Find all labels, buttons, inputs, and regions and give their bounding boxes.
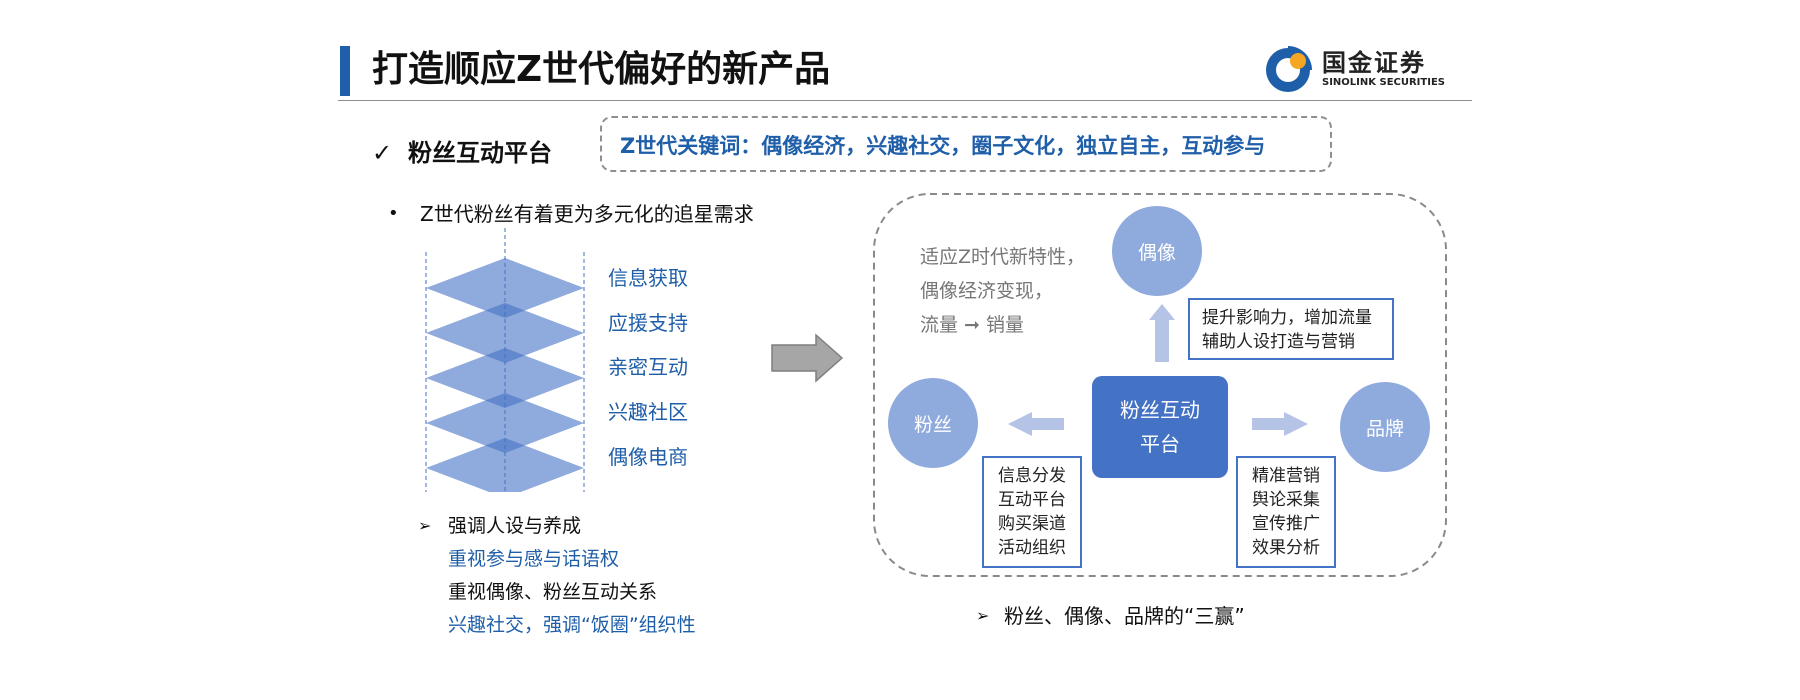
keyword-text: Z世代关键词：偶像经济，兴趣社交，圈子文化，独立自主，互动参与 <box>620 134 1266 158</box>
platform-label: 平台 <box>1140 432 1180 456</box>
fans-benefit-line: 互动平台 <box>998 490 1066 510</box>
feature-line: 偶像经济变现， <box>920 280 1054 302</box>
up-arrow-icon <box>1149 304 1175 362</box>
sinolink-logo <box>1262 44 1472 94</box>
check-icon: ✓ <box>372 139 393 167</box>
layer-diamond <box>426 303 584 363</box>
sub-item: 重视参与感与话语权 <box>448 548 620 570</box>
diagram-arrows <box>1008 304 1308 436</box>
layer-label: 信息获取 <box>608 266 688 290</box>
logo-mark-icon <box>1266 46 1312 92</box>
brand-name-cn: 国金证券 <box>1322 49 1426 77</box>
platform-label: 粉丝互动 <box>1120 398 1200 422</box>
layer-label: 兴趣社区 <box>608 400 688 424</box>
triple-win-caption: 粉丝、偶像、品牌的“三赢” <box>1004 604 1245 628</box>
right-arrow-icon <box>771 333 844 383</box>
feature-line: 适应Z时代新特性， <box>920 246 1086 268</box>
sub-item: 兴趣社交，强调“饭圈”组织性 <box>448 614 696 636</box>
page-title: 打造顺应Z世代偏好的新产品 <box>372 49 831 90</box>
brand-circle: 品牌 <box>1340 382 1430 472</box>
section-heading: 粉丝互动平台 <box>408 139 552 167</box>
sub-heading: 强调人设与养成 <box>448 515 582 537</box>
feature-line: 流量 ➞ 销量 <box>920 314 1024 336</box>
layer-stack-graphic <box>425 228 585 492</box>
bullet-text: Z世代粉丝有着更为多元化的追星需求 <box>420 202 754 226</box>
layer-label: 亲密互动 <box>608 355 688 379</box>
arrow-bullet-icon: ➢ <box>418 516 432 535</box>
layer-label: 应援支持 <box>608 311 688 335</box>
fans-benefit-line: 信息分发 <box>998 466 1066 486</box>
idol-benefit-box: 提升影响力，增加流量 辅助人设打造与营销 <box>1188 298 1394 360</box>
brand-benefit-line: 效果分析 <box>1252 538 1320 558</box>
left-arrow-icon <box>1008 412 1064 436</box>
layer-label: 偶像电商 <box>608 445 688 469</box>
diagram-frame <box>873 193 1447 577</box>
fans-circle: 粉丝 <box>888 378 978 468</box>
layer-diamond <box>426 438 584 492</box>
idol-benefit-line: 提升影响力，增加流量 <box>1202 308 1372 328</box>
idol-benefit-line: 辅助人设打造与营销 <box>1202 332 1355 352</box>
brand-benefit-box: 精准营销 舆论采集 宣传推广 效果分析 <box>1236 456 1336 568</box>
brand-benefit-line: 舆论采集 <box>1252 490 1320 510</box>
keyword-box <box>600 116 1332 172</box>
fans-benefit-box: 信息分发 互动平台 购买渠道 活动组织 <box>982 456 1082 568</box>
layer-diamond <box>426 348 584 408</box>
bullet-icon: • <box>388 203 399 224</box>
fans-benefit-line: 购买渠道 <box>998 514 1066 534</box>
title-accent-bar <box>340 46 350 96</box>
right-arrow-icon <box>1252 412 1308 436</box>
idol-circle: 偶像 <box>1112 206 1202 296</box>
header-divider <box>338 100 1472 101</box>
feature-list: 适应Z时代新特性， 偶像经济变现， 流量 ➞ 销量 <box>920 240 1110 342</box>
brand-benefit-line: 宣传推广 <box>1252 514 1320 534</box>
layer-diamond <box>426 258 584 318</box>
sub-item: 重视偶像、粉丝互动关系 <box>448 581 658 603</box>
arrow-bullet-icon: ➢ <box>976 606 990 625</box>
platform-box: 粉丝互动 平台 <box>1092 376 1228 478</box>
brand-benefit-line: 精准营销 <box>1252 466 1320 486</box>
layer-diamond <box>426 393 584 453</box>
fans-benefit-line: 活动组织 <box>998 538 1066 558</box>
brand-name-en: SINOLINK SECURITIES <box>1322 77 1445 88</box>
